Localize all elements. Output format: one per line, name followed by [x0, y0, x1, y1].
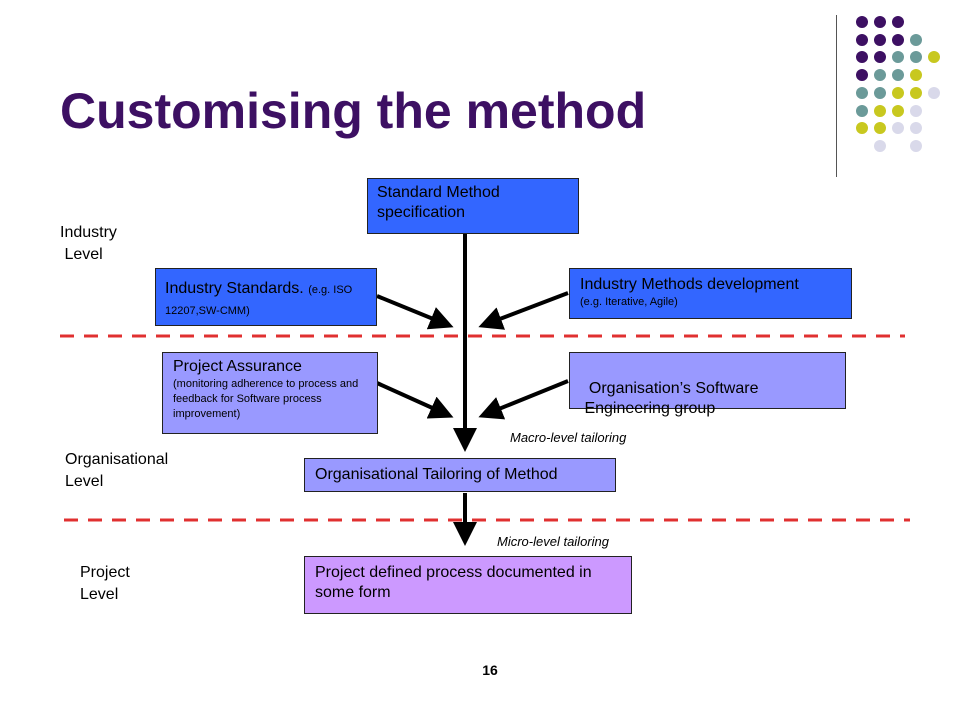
project-assurance-box: Project Assurance (monitoring adherence … — [162, 352, 378, 434]
industry-methods-note: (e.g. Iterative, Agile) — [580, 296, 678, 308]
arrow-from-project-assurance — [376, 381, 454, 419]
arrow-from-industry-standards — [376, 294, 454, 330]
industry-methods-box: Industry Methods development (e.g. Itera… — [569, 268, 852, 319]
micro-tailoring-note: Micro-level tailoring — [497, 534, 609, 549]
industry-standards-label: Industry Standards. — [165, 280, 304, 297]
industry-standards-box: Industry Standards. (e.g. ISO 12207,SW-C… — [155, 268, 377, 326]
industry-methods-label: Industry Methods development — [580, 276, 799, 293]
project-defined-label: Project defined process documented in so… — [315, 564, 592, 601]
decorative-divider — [836, 15, 837, 177]
arrow-from-org-software-group — [478, 379, 569, 420]
industry-level-label: Industry Level — [60, 224, 117, 263]
slide-title: Customising the method — [60, 83, 647, 139]
org-tailoring-label: Organisational Tailoring of Method — [315, 466, 558, 483]
project-defined-box: Project defined process documented in so… — [304, 556, 632, 614]
project-assurance-label: Project Assurance — [173, 358, 302, 375]
industry-standards-note: (e.g. ISO 12207,SW-CMM) — [165, 284, 353, 317]
org-software-group-box: Organisation’s Software Engineering grou… — [569, 352, 846, 417]
org-software-group-label: Organisation’s Software Engineering grou… — [584, 380, 759, 417]
project-level-label: Project Level — [80, 564, 130, 603]
standard-method-label: Standard Method specification — [377, 184, 500, 221]
decorative-dot-grid — [856, 16, 940, 152]
project-assurance-note: (monitoring adherence to process and fee… — [173, 378, 359, 420]
standard-method-box: Standard Method specification — [367, 178, 579, 234]
org-tailoring-box: Organisational Tailoring of Method — [304, 458, 616, 492]
macro-tailoring-note: Macro-level tailoring — [510, 430, 627, 445]
arrow-from-industry-methods — [478, 291, 569, 330]
organisational-level-label: Organisational Level — [65, 451, 169, 490]
page-number: 16 — [482, 662, 498, 678]
